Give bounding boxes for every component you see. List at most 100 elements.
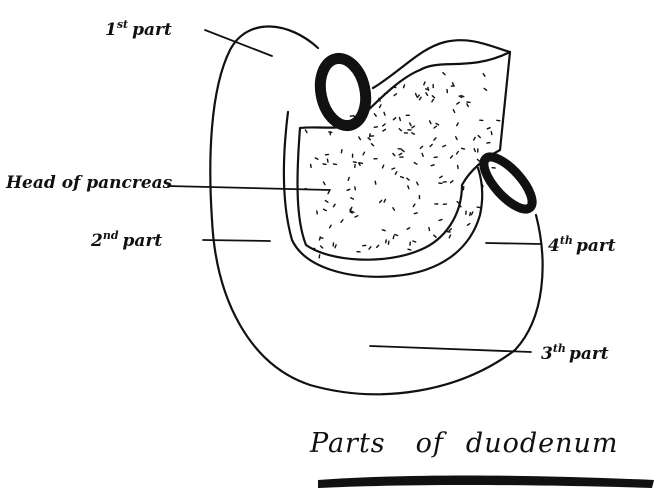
stipple-dot xyxy=(458,165,459,168)
stipple-dot xyxy=(449,229,451,231)
stipple-dot xyxy=(408,249,411,250)
stipple-dot xyxy=(392,168,395,169)
stipple-dot xyxy=(491,132,492,135)
stipple-dot xyxy=(453,110,454,113)
stipple-dot xyxy=(335,245,336,248)
stipple-dot xyxy=(422,154,423,157)
stipple-dot xyxy=(320,237,323,238)
stipple-dot xyxy=(424,82,425,85)
stipple-dot xyxy=(470,213,471,216)
stipple-dot xyxy=(368,138,370,140)
stipple-dot xyxy=(384,199,385,202)
stipple-dot xyxy=(359,137,361,140)
stipple-dot xyxy=(474,137,475,140)
stipple-dot xyxy=(430,121,431,124)
stipple-dot xyxy=(420,146,422,148)
stipple-dot xyxy=(487,143,490,144)
stipple-dot xyxy=(399,153,402,155)
stipple-dot xyxy=(383,165,384,168)
stipple-dot xyxy=(393,154,395,156)
stipple-dot xyxy=(380,200,382,202)
stipple-dot xyxy=(324,182,326,185)
leader-part2 xyxy=(203,240,270,241)
stipple-dot xyxy=(453,83,454,86)
stipple-dot xyxy=(404,85,405,88)
stipple-dot xyxy=(388,241,389,244)
stipple-dot xyxy=(443,145,446,146)
stipple-dot xyxy=(384,93,387,94)
duodenum-inner-wall xyxy=(284,112,482,277)
leader-pancreas xyxy=(168,186,330,190)
stipple-dot xyxy=(375,181,376,184)
stipple-dot xyxy=(478,136,480,138)
stipple-dot xyxy=(374,114,376,116)
stipple-dot xyxy=(324,209,327,210)
stipple-dot xyxy=(325,201,328,203)
stipple-dot xyxy=(393,118,395,120)
stipple-dot xyxy=(477,207,480,208)
stipple-dot xyxy=(315,158,318,159)
stipple-dot xyxy=(350,116,353,117)
stipple-dot xyxy=(440,176,443,178)
stipple-dot xyxy=(319,255,320,258)
stipple-dot xyxy=(383,129,386,131)
stipple-dot xyxy=(477,159,479,161)
stipple-dot xyxy=(449,235,450,238)
stipple-dot xyxy=(434,138,436,140)
stipple-dot xyxy=(395,172,397,175)
label-head-of-pancreas: Head of pancreas xyxy=(5,173,173,193)
stipple-dot xyxy=(434,126,436,128)
leader-part4 xyxy=(486,243,541,244)
stipple-dot xyxy=(407,228,410,229)
stipple-dot xyxy=(305,130,307,133)
stipple-dot xyxy=(414,213,417,214)
stipple-dot xyxy=(431,165,434,166)
stipple-dot xyxy=(351,198,354,199)
stipple-dot xyxy=(434,235,436,237)
stipple-dot xyxy=(380,105,381,108)
stipple-dot xyxy=(327,159,328,162)
stipple-dot xyxy=(330,225,332,228)
stipple-dot xyxy=(456,137,457,140)
stipple-dot xyxy=(393,208,395,211)
pancreas-stipple xyxy=(305,73,500,258)
stipple-dot xyxy=(347,189,350,190)
stipple-dot xyxy=(341,150,342,153)
stipple-dot xyxy=(360,163,363,164)
stipple-dot xyxy=(328,191,329,194)
stipple-dot xyxy=(474,149,475,152)
stipple-dot xyxy=(333,204,335,206)
stipple-dot xyxy=(374,127,377,128)
right-vessel-section xyxy=(476,150,539,216)
stipple-dot xyxy=(412,133,415,134)
stipple-dot xyxy=(416,94,417,97)
stipple-dot xyxy=(353,162,356,163)
stipple-dot xyxy=(484,88,486,90)
leader-part1 xyxy=(205,30,272,56)
stipple-dot xyxy=(487,128,490,129)
pancreas-head-outline xyxy=(298,52,510,260)
stipple-dot xyxy=(386,240,387,243)
stipple-dot xyxy=(384,112,385,115)
stipple-dot xyxy=(457,152,459,154)
stipple-dot xyxy=(429,228,430,231)
stipple-dot xyxy=(451,181,453,183)
stipple-dot xyxy=(436,123,439,125)
stipple-dot xyxy=(467,104,468,107)
stipple-dot xyxy=(439,220,442,221)
stipple-dot xyxy=(483,74,485,77)
stipple-dot xyxy=(395,235,398,236)
stipple-dot xyxy=(407,178,409,180)
stipple-dot xyxy=(412,126,415,128)
stipple-dot xyxy=(451,156,453,158)
stipple-dot xyxy=(321,246,323,248)
stipple-dot xyxy=(467,224,469,226)
stipple-dot xyxy=(355,216,358,217)
stipple-dot xyxy=(443,73,445,75)
stipple-dot xyxy=(393,236,394,239)
stipple-dot xyxy=(399,129,401,131)
